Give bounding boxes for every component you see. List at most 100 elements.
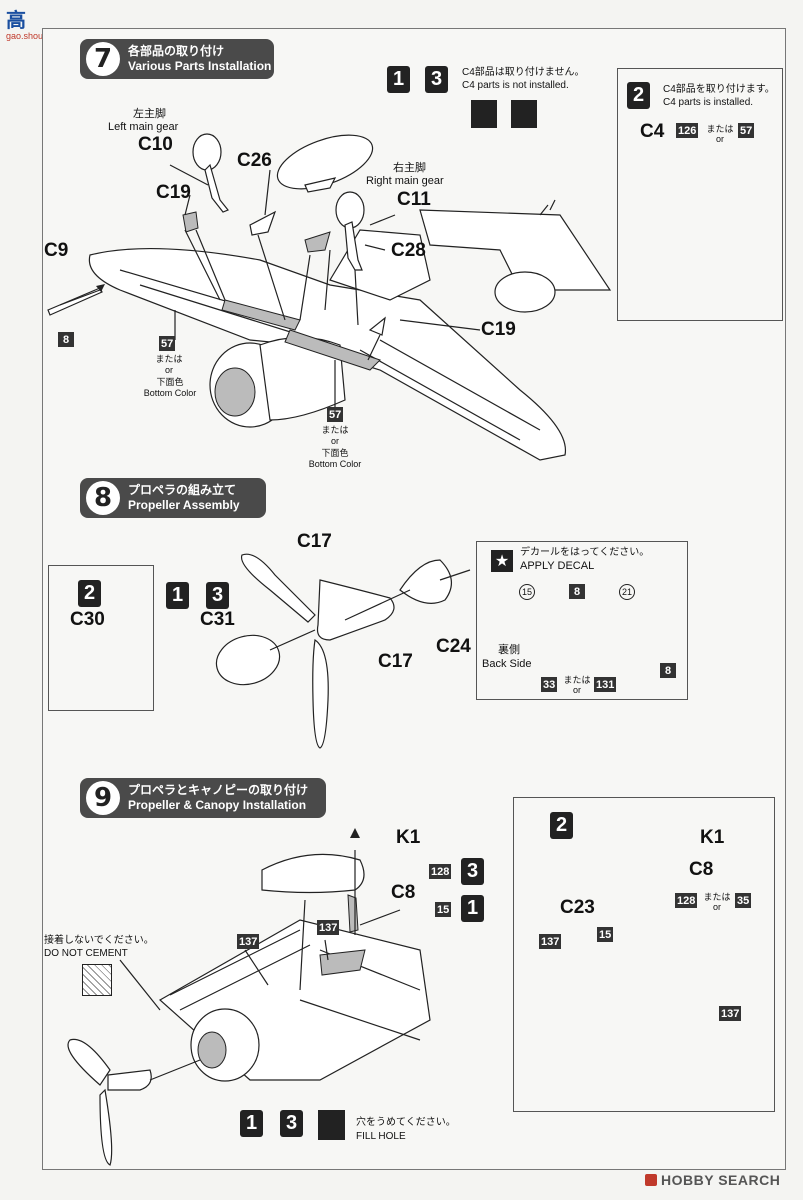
part-c24-label: C24	[436, 636, 471, 657]
part-c30-label: C30	[70, 609, 105, 630]
color-57-badge-a: 57	[159, 336, 176, 351]
decal-color-131-badge: 131	[594, 677, 617, 692]
part-c26-label: C26	[237, 150, 272, 171]
color-57-badge-b: 57	[327, 407, 344, 422]
part-c17-label-a: C17	[297, 531, 332, 552]
watermark-logo: 高 gao.shou.com	[6, 4, 63, 41]
remove-part-icon	[471, 100, 497, 128]
decal-21-label: 21	[619, 584, 635, 600]
version-2-badge: 2	[627, 82, 650, 109]
step7-version2-panel	[617, 68, 783, 321]
color-126-badge: 126	[676, 123, 699, 138]
step9-color-15-badge: 15	[435, 902, 452, 917]
decal-title-en: APPLY DECAL	[520, 560, 595, 572]
step8-title-en: Propeller Assembly	[128, 498, 240, 512]
step9-title-en: Propeller & Canopy Installation	[128, 798, 307, 812]
part-c31-label: C31	[200, 609, 235, 630]
step9-color-137-badge-b: 137	[317, 920, 340, 935]
step9-ver2-badge: 2	[550, 812, 573, 839]
right-gear-label-en: Right main gear	[366, 175, 444, 187]
ver2-color-15-badge: 15	[597, 927, 614, 942]
step8-title-jp: プロペラの組み立て	[128, 483, 237, 497]
star-icon: ★	[491, 550, 513, 572]
ver2-or-jp: または	[703, 892, 731, 902]
step8-number: 8	[86, 481, 120, 515]
step8-header: 8 プロペラの組み立て Propeller Assembly	[80, 478, 266, 518]
step9-version-1-badge: 1	[461, 895, 484, 922]
ver2-or-en: or	[712, 902, 721, 912]
step9-title-jp: プロペラとキャノピーの取り付け	[128, 783, 309, 797]
step8-version-3-badge: 3	[206, 582, 229, 609]
or-jp-b: または	[321, 425, 349, 435]
fill-hole-en: FILL HOLE	[356, 1131, 406, 1142]
step7-number: 7	[86, 42, 120, 76]
step9-header: 9 プロペラとキャノピーの取り付け Propeller & Canopy Ins…	[80, 778, 326, 818]
c4-not-installed-en: C4 parts is not installed.	[462, 80, 569, 91]
c4-installed-en: C4 parts is installed.	[663, 97, 754, 108]
decal-or-jp: または	[563, 675, 591, 685]
or-jp-a: または	[155, 354, 183, 364]
do-not-cement-jp: 接着しないでください。	[44, 935, 154, 946]
ver2-color-128-badge: 128	[675, 893, 698, 908]
decal-color-8-badge: 8	[569, 584, 585, 599]
fill-version-1-badge: 1	[240, 1110, 263, 1137]
fill-version-3-badge: 3	[280, 1110, 303, 1137]
part-c10-label: C10	[138, 134, 173, 155]
or-en-b: or	[330, 436, 339, 446]
hobby-search-text: HOBBY SEARCH	[661, 1172, 781, 1188]
step8-version-2-badge: 2	[78, 580, 101, 607]
bottom-color-en-a: Bottom Color	[143, 388, 197, 398]
hobby-search-logo-icon	[645, 1174, 657, 1186]
c4-or-jp: または	[706, 124, 734, 134]
no-glue-icon	[82, 964, 112, 996]
back-side-en: Back Side	[482, 658, 532, 670]
watermark-url: gao.shou.com	[6, 31, 63, 41]
step9-color-137-badge-a: 137	[237, 934, 260, 949]
hobby-search-watermark: HOBBY SEARCH	[645, 1172, 780, 1188]
step8-version2-panel	[48, 565, 154, 711]
ver2-color-35-badge: 35	[735, 893, 752, 908]
do-not-cement-en: DO NOT CEMENT	[44, 948, 128, 959]
fill-hole-icon	[511, 100, 537, 128]
part-c19b-label: C19	[481, 319, 516, 340]
decal-15-label: 15	[519, 584, 535, 600]
decal-color-33-badge: 33	[541, 677, 558, 692]
color-57-badge-c: 57	[738, 123, 755, 138]
part-c8-label: C8	[391, 882, 416, 903]
decal-title-jp: デカールをはってください。	[520, 547, 650, 558]
right-gear-label-jp: 右主脚	[393, 162, 426, 174]
watermark-hanzi: 高	[6, 8, 26, 32]
part-c11-label: C11	[397, 189, 431, 210]
step9-version2-panel	[513, 797, 775, 1112]
step9-color-128-badge: 128	[429, 864, 452, 879]
bottom-color-jp-a: 下面色	[156, 377, 184, 387]
bottom-color-en-b: Bottom Color	[308, 459, 362, 469]
step7-title-en: Various Parts Installation	[128, 59, 272, 73]
fill-hole-icon-b	[318, 1110, 345, 1140]
part-k1-label: K1	[396, 827, 421, 848]
ver2-part-c23-label: C23	[560, 897, 595, 918]
step8-version-1-badge: 1	[166, 582, 189, 609]
back-side-jp: 裏側	[498, 644, 520, 656]
or-en-a: or	[164, 365, 173, 375]
part-c4-label: C4	[640, 121, 665, 142]
version-3-badge: 3	[425, 66, 448, 93]
left-gear-label-en: Left main gear	[108, 121, 179, 133]
version-1-badge: 1	[387, 66, 410, 93]
left-gear-label-jp: 左主脚	[133, 108, 166, 120]
ver2-part-c8-label: C8	[689, 859, 714, 880]
step7-header: 7 各部品の取り付け Various Parts Installation	[80, 39, 274, 79]
step7-title-jp: 各部品の取り付け	[128, 44, 225, 58]
part-c19-label: C19	[156, 182, 191, 203]
step7-aircraft-drawing	[47, 133, 612, 461]
ver2-color-137-badge-a: 137	[539, 934, 562, 949]
step9-version-3-badge: 3	[461, 858, 484, 885]
ver2-part-k1-label: K1	[700, 827, 725, 848]
fill-hole-jp: 穴をうめてください。	[356, 1117, 456, 1128]
part-c9-label: C9	[44, 240, 69, 261]
decal-color-8b-badge: 8	[660, 663, 676, 678]
c4-not-installed-jp: C4部品は取り付けません。	[462, 67, 585, 78]
step9-number: 9	[86, 781, 120, 815]
color-8-badge: 8	[58, 332, 74, 347]
part-c28-label: C28	[391, 240, 426, 261]
